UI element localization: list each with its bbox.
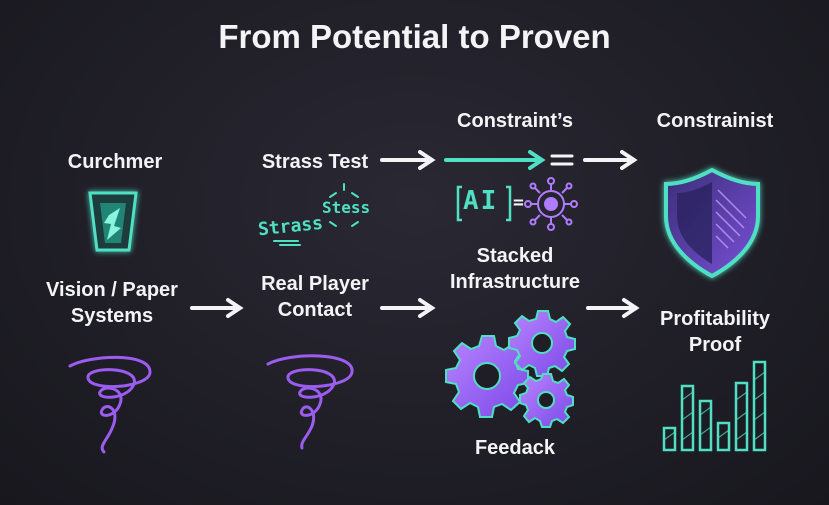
bar-chart-icon <box>664 362 765 450</box>
chalk-stess: Stess <box>322 198 370 217</box>
label-real-player-contact: Real Player Contact <box>240 271 390 323</box>
ai-chip-label: AI <box>463 186 498 216</box>
glass-icon <box>90 193 136 250</box>
label-constrainist: Constrainist <box>630 108 800 134</box>
label-feedback: Feedack <box>440 435 590 461</box>
label-stacked-infrastructure: Stacked Infrastructure <box>425 243 605 295</box>
page-title: From Potential to Proven <box>0 18 829 56</box>
equals-sign: = <box>513 192 524 213</box>
label-constraints: Constraint’s <box>430 108 600 134</box>
label-curchmer: Curchmer <box>40 149 190 175</box>
label-profitability-proof: Profitability Proof <box>630 306 800 358</box>
shield-icon <box>666 170 758 276</box>
label-strass-test: Strass Test <box>240 149 390 175</box>
swirl-icon <box>70 357 150 452</box>
swirl-icon <box>268 356 352 448</box>
gears-icon <box>446 311 575 427</box>
network-node-icon <box>525 178 577 230</box>
label-vision-paper-systems: Vision / Paper Systems <box>22 277 202 329</box>
